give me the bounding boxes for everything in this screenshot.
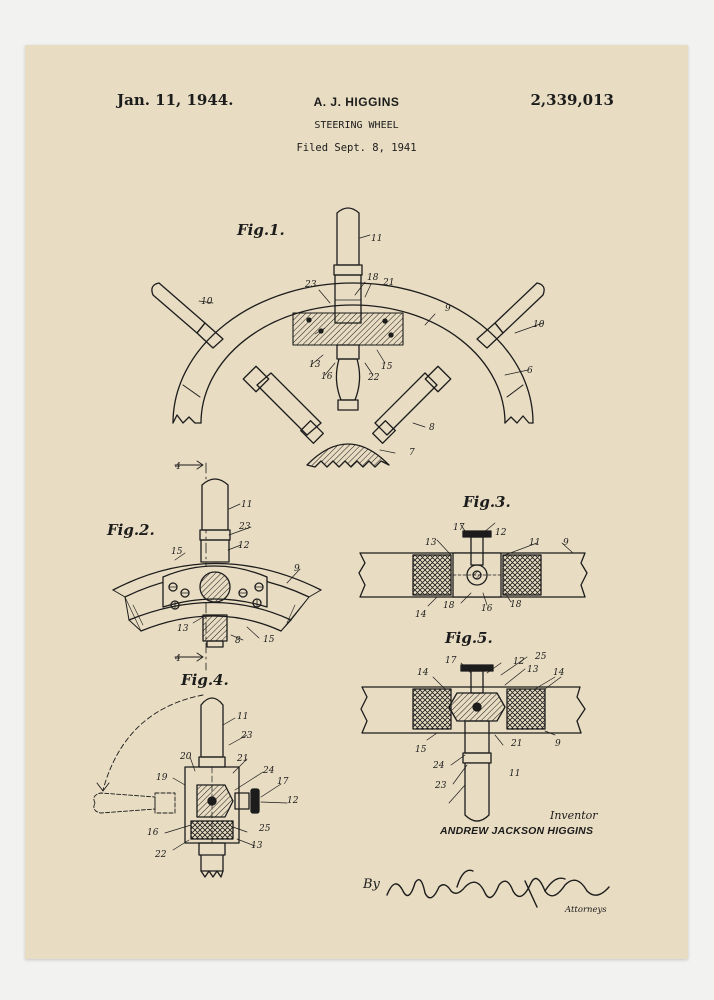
fig5-numerals: 17 12 25 13 14 14 15 24 21 9 23 11 [415,652,565,791]
fig1-ref-10-left: 10 [201,297,213,307]
fig2-label: Fig.2. [106,521,155,539]
fig2-numerals: 11 23 12 15 9 13 8 15 [171,500,300,646]
fig4-ref-22: 22 [154,850,167,860]
section-mark-top: 4 [174,462,181,472]
attorney-signature [386,869,610,908]
fig2-ref-23: 23 [238,522,251,532]
fig2-ref-9: 9 [294,564,300,574]
fig4-ref-23: 23 [240,731,253,741]
fig1-ref-18: 18 [367,273,379,283]
fig5-ref-21: 21 [510,739,522,749]
fig5-ref-12: 12 [513,657,525,667]
fig4-label: Fig.4. [180,671,229,689]
fig1-ref-15: 15 [381,362,393,372]
fig2-drawing: Fig.2. 4 4 [106,460,322,671]
fig3-drawing: Fig.3. [358,493,588,607]
fig3-ref-13: 13 [425,538,437,548]
fig4-ref-16: 16 [147,828,159,838]
fig5-ref-9: 9 [555,739,561,749]
patent-number: 2,339,013 [530,91,614,109]
fig1-ref-7: 7 [409,448,415,458]
patent-title: STEERING WHEEL [314,120,399,131]
fig5-ref-24: 24 [432,761,445,771]
fig5-ref-14-left: 14 [417,668,429,678]
fig1-drawing: Fig.1. [151,207,545,468]
fig4-ref-25: 25 [258,824,271,834]
fig3-ref-12: 12 [495,528,507,538]
patent-date: Jan. 11, 1944. [117,91,234,109]
fig4-ref-13: 13 [251,841,263,851]
inventor-label: Inventor [550,809,598,822]
fig2-ref-11: 11 [241,500,252,510]
fig1-numerals: 11 10 23 18 21 9 10 13 16 22 15 6 8 7 [201,234,545,458]
fig3-label: Fig.3. [462,493,511,511]
fig5-ref-15: 15 [415,745,427,755]
inventor-header: A. J. HIGGINS [313,95,400,109]
fig1-label: Fig.1. [236,221,285,239]
fig1-ref-21: 21 [382,278,394,288]
fig2-ref-12: 12 [238,541,250,551]
section-mark-bottom: 4 [174,654,181,664]
filed-date: Filed Sept. 8, 1941 [296,142,417,154]
fig3-ref-18-right: 18 [510,600,522,610]
fig4-drawing: Fig.4. [93,671,288,878]
fig4-ref-17: 17 [277,777,289,787]
fig1-ref-16: 16 [321,372,333,382]
fig5-ref-14-right: 14 [553,668,565,678]
fig2-ref-15-top: 15 [171,547,183,557]
fig3-numerals: 17 12 13 11 9 14 18 16 18 [415,523,569,620]
fig1-ref-13: 13 [309,360,321,370]
fig3-ref-14: 14 [415,610,427,620]
fig3-ref-9: 9 [563,538,569,548]
fig5-drawing: Fig.5. [360,629,586,822]
inventor-name: ANDREW JACKSON HIGGINS [440,825,594,837]
fig3-ref-18-left: 18 [443,601,455,611]
fig5-ref-25: 25 [534,652,547,662]
fig1-ref-9: 9 [445,304,451,314]
fig1-ref-8: 8 [429,423,435,433]
fig3-ref-11: 11 [529,538,540,548]
fig1-ref-22: 22 [367,373,380,383]
fig1-ref-11: 11 [371,234,382,244]
fig5-label: Fig.5. [444,629,493,647]
fig3-ref-17: 17 [453,523,465,533]
fig4-ref-12: 12 [287,796,299,806]
patent-drawing: Fig.1. [93,207,610,908]
attorneys-label: Attorneys [565,905,607,915]
fig4-numerals: 11 23 20 21 19 24 17 12 16 25 22 13 [147,712,299,860]
fig5-ref-13: 13 [527,665,539,675]
fig4-ref-24: 24 [262,766,275,776]
fig5-ref-11: 11 [509,769,520,779]
fig4-ref-19: 19 [156,773,168,783]
fig2-ref-8: 8 [235,636,241,646]
patent-sheet: Jan. 11, 1944. A. J. HIGGINS 2,339,013 S… [25,45,688,959]
fig1-ref-10-right: 10 [533,320,545,330]
fig4-ref-11: 11 [237,712,248,722]
fig3-ref-16: 16 [481,604,493,614]
fig1-ref-23: 23 [304,280,317,290]
fig2-ref-15-bottom: 15 [263,635,275,645]
fig2-ref-13: 13 [177,624,189,634]
fig4-ref-21: 21 [236,754,248,764]
fig5-ref-17: 17 [445,656,457,666]
fig4-ref-20: 20 [179,752,192,762]
fig5-ref-23: 23 [434,781,447,791]
signature-by: By [363,877,380,892]
fig1-ref-6: 6 [527,366,533,376]
